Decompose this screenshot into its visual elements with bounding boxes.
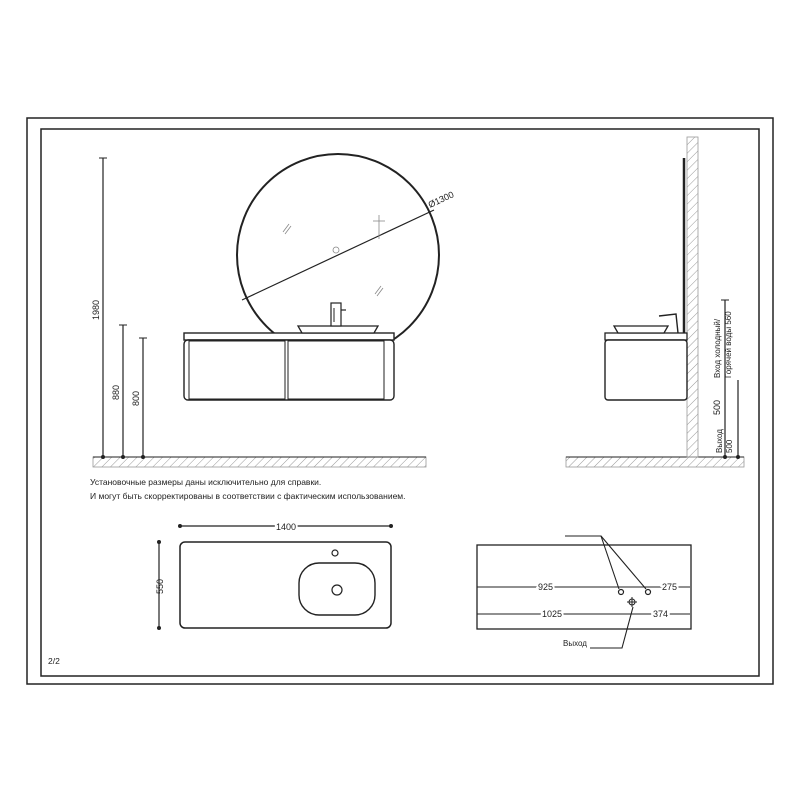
- outlet-leader: [590, 606, 634, 649]
- vessel-basin: [296, 325, 380, 334]
- inner-frame: [40, 128, 760, 677]
- side-view: 500 Вход холодный/ Горячей воды 560 Выхо…: [565, 136, 745, 468]
- cabinet-door-right: [287, 340, 385, 400]
- outlet-value: 500: [725, 439, 734, 453]
- outer-frame: [26, 117, 774, 685]
- drain-icon: [331, 584, 343, 596]
- side-faucet: [658, 313, 679, 334]
- page-number: 2/2: [48, 656, 60, 666]
- wall-hatch: [686, 136, 699, 458]
- note-line-1: Установочные размеры даны исключительно …: [90, 477, 321, 487]
- top-basin: [298, 562, 376, 616]
- mirror-diameter-label: Ø1300: [427, 189, 456, 209]
- side-basin: [612, 325, 670, 334]
- inlet-hot-point: [644, 588, 652, 596]
- countertop: [183, 332, 395, 341]
- dim-925-label: 925: [538, 582, 553, 592]
- piping-outlet-label: Выход: [563, 639, 587, 648]
- dim-500-label: 500: [712, 400, 722, 415]
- piping-view: 925 275 1025 374 Выход: [476, 535, 692, 649]
- inlet-label: Вход холодный/: [713, 318, 722, 378]
- faucet: [330, 302, 342, 327]
- note-line-2: И могут быть скорректированы в соответст…: [90, 491, 406, 501]
- mirror-sensor-icon: [332, 246, 340, 254]
- side-floor-hatch: [565, 456, 745, 468]
- dim-880-label: 880: [111, 385, 121, 400]
- outlet-label: Выход: [715, 429, 724, 453]
- front-view: Ø1300 1980 880 800: [91, 153, 456, 468]
- dim-800-label: 800: [131, 391, 141, 406]
- dim-1980-label: 1980: [91, 300, 101, 320]
- dim-1400-label: 1400: [276, 522, 296, 532]
- cabinet-door-left: [188, 340, 286, 400]
- cabinet: [183, 339, 395, 401]
- dim-374-label: 374: [653, 609, 668, 619]
- faucet-hole-icon: [331, 549, 339, 557]
- inlet-cold-point: [617, 588, 625, 596]
- dim-275-label: 275: [662, 582, 677, 592]
- side-cabinet: [604, 339, 688, 401]
- inlet-label-2: Горячей воды 560: [724, 311, 733, 378]
- mirror-diameter-line: [241, 209, 435, 301]
- dim-1025-label: 1025: [542, 609, 562, 619]
- side-countertop: [604, 332, 688, 341]
- dim-550-label: 550: [155, 579, 165, 594]
- top-view: 1400 550: [155, 520, 393, 630]
